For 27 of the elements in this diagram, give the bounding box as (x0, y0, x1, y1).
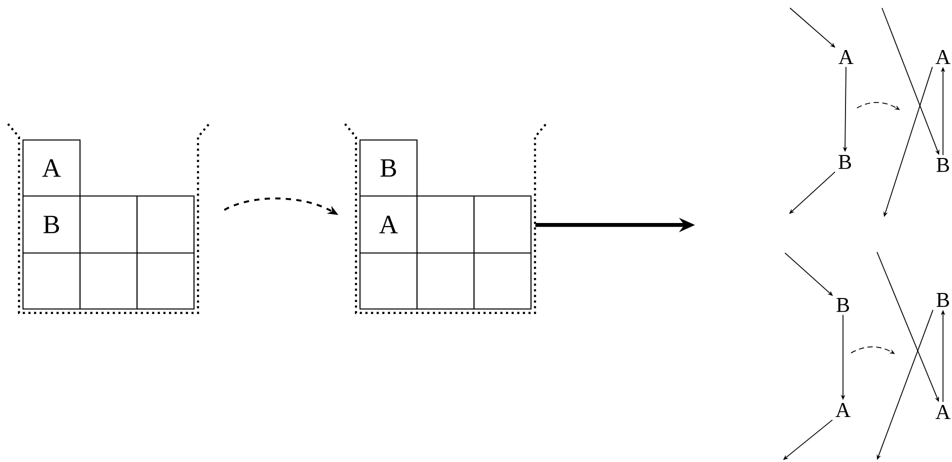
cell: B (22, 195, 81, 254)
cell (79, 252, 138, 310)
cell (359, 252, 418, 310)
arrow (783, 420, 833, 460)
cell (416, 195, 475, 254)
cell (473, 252, 532, 310)
cell (22, 252, 81, 310)
vertex-label: A (836, 403, 850, 417)
bucket (344, 123, 547, 314)
arrow (784, 252, 833, 296)
vertex-label: A (936, 405, 950, 419)
cell (136, 252, 195, 310)
arrow (789, 171, 836, 214)
vertex-label: A (838, 50, 854, 64)
vertex-label: B (936, 158, 949, 172)
bucket (7, 123, 210, 314)
cell (473, 195, 532, 254)
vertex-label: B (836, 298, 849, 312)
cell: B (359, 139, 418, 197)
vertex-label: B (838, 155, 851, 169)
cell (79, 195, 138, 254)
cell (416, 252, 475, 310)
vertex-label: A (936, 50, 950, 64)
cell: A (359, 195, 418, 254)
cell (136, 195, 195, 254)
vertex-label: B (936, 293, 949, 307)
cell: A (22, 139, 81, 197)
